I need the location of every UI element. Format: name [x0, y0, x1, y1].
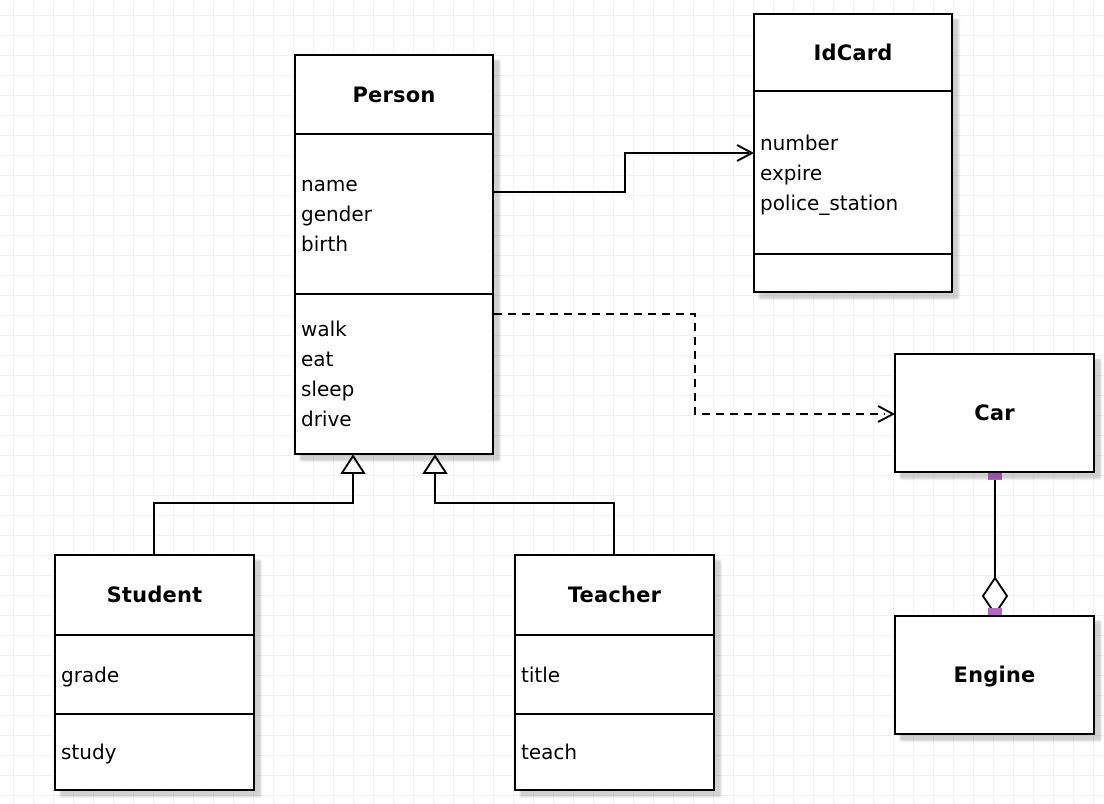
- edge-person-idcard[interactable]: [494, 144, 755, 193]
- edge-car-engine[interactable]: [981, 466, 1009, 622]
- methods-section: [755, 253, 951, 291]
- attribute-item: title: [521, 662, 561, 687]
- methods-section: teach: [516, 713, 713, 789]
- attribute-item: police_station: [760, 190, 899, 215]
- class-title: Student: [106, 583, 203, 607]
- attributes-section: name gender birth: [296, 133, 492, 293]
- edge-line: [434, 473, 615, 554]
- method-item: drive: [301, 407, 352, 431]
- class-engine[interactable]: Engine: [894, 615, 1095, 735]
- attributes-section: number expire police_station: [755, 90, 951, 253]
- edge-line: [153, 473, 354, 554]
- edge-teacher-person[interactable]: [422, 454, 615, 554]
- attribute-item: name: [301, 172, 358, 196]
- attribute-item: birth: [301, 232, 348, 256]
- attributes-section: title: [516, 634, 713, 713]
- method-item: eat: [301, 347, 334, 371]
- methods-section: study: [56, 713, 253, 789]
- inheritance-triangle-icon: [340, 454, 366, 474]
- class-person[interactable]: Person name gender birth walk eat sleep …: [294, 54, 494, 455]
- open-arrowhead-icon: [877, 405, 896, 423]
- attributes-section: grade: [56, 634, 253, 713]
- attribute-item: number: [760, 130, 839, 155]
- inheritance-triangle-icon: [422, 454, 448, 474]
- class-title: IdCard: [813, 40, 893, 65]
- class-student[interactable]: Student grade study: [54, 554, 255, 791]
- edge-person-car[interactable]: [494, 313, 896, 423]
- method-item: walk: [301, 317, 347, 341]
- attribute-item: grade: [61, 662, 120, 687]
- class-title: Person: [352, 82, 436, 107]
- class-car[interactable]: Car: [894, 353, 1095, 473]
- methods-section: walk eat sleep drive: [296, 293, 492, 453]
- class-teacher[interactable]: Teacher title teach: [514, 554, 715, 791]
- attribute-item: expire: [760, 160, 823, 185]
- class-title: Teacher: [567, 583, 662, 607]
- method-item: teach: [521, 740, 578, 764]
- class-idcard[interactable]: IdCard number expire police_station: [753, 13, 953, 293]
- open-arrowhead-icon: [736, 144, 755, 162]
- edge-line: [494, 152, 749, 193]
- attribute-item: gender: [301, 202, 372, 226]
- method-item: study: [61, 740, 117, 764]
- method-item: sleep: [301, 377, 355, 401]
- edge-line: [494, 313, 885, 415]
- edge-student-person[interactable]: [153, 454, 366, 554]
- class-title: Engine: [953, 663, 1036, 687]
- class-title: Car: [974, 401, 1015, 425]
